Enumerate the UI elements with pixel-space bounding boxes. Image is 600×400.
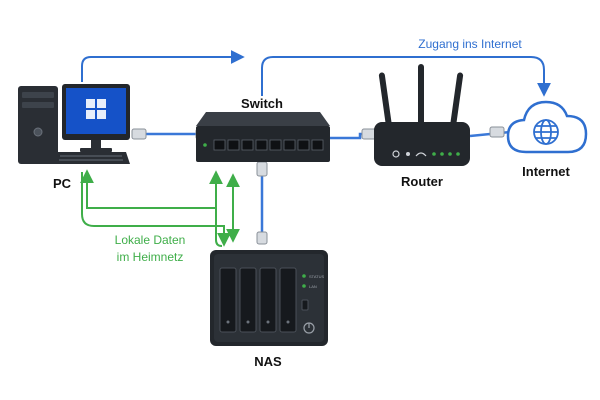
- internet-access-annotation: Zugang ins Internet: [418, 37, 522, 51]
- cable-plug-router: [361, 128, 377, 140]
- flow-arrow-pc-to-nas: [81, 172, 231, 247]
- cable-plug-pc: [131, 128, 147, 140]
- windows-logo-icon: [86, 99, 106, 119]
- nas-lan-led-label: LAN: [309, 284, 317, 289]
- switch-ports: [213, 139, 324, 151]
- local-data-annotation-line2: im Heimnetz: [117, 250, 184, 264]
- nas-power-icon: [303, 322, 315, 334]
- globe-icon: [533, 119, 559, 145]
- cable-plug-switch-bottom: [256, 161, 268, 177]
- flow-arrow-switch-to-internet: [261, 56, 551, 97]
- nas-label: NAS: [254, 354, 282, 369]
- router-antennas: [378, 64, 464, 127]
- cable-plug-internet: [489, 126, 505, 138]
- router-device: [374, 64, 470, 166]
- flow-arrow-pc-to-switch: [81, 50, 245, 82]
- router-wifi-icon: [415, 152, 427, 157]
- internet-label: Internet: [522, 164, 570, 179]
- nas-usb-port: [301, 299, 309, 311]
- nas-status-led-label: STATUS: [309, 274, 325, 279]
- switch-status-led: [203, 143, 207, 147]
- pc-device: [18, 84, 130, 164]
- pc-label: PC: [53, 176, 72, 191]
- switch-label: Switch: [241, 96, 283, 111]
- cable-plug-nas: [256, 231, 268, 245]
- nas-status-led: [302, 274, 306, 278]
- switch-device: [196, 112, 330, 162]
- router-label: Router: [401, 174, 443, 189]
- pc-tower: [18, 86, 58, 164]
- pc-keyboard: [52, 152, 130, 164]
- internet-cloud-icon: [506, 100, 588, 154]
- nas-lan-led: [302, 284, 306, 288]
- pc-monitor: [62, 84, 130, 152]
- local-data-annotation-line1: Lokale Daten: [115, 233, 186, 247]
- router-power-icon: [392, 150, 400, 158]
- nas-drive-bays: [219, 267, 297, 333]
- nas-device: STATUS LAN: [210, 250, 328, 346]
